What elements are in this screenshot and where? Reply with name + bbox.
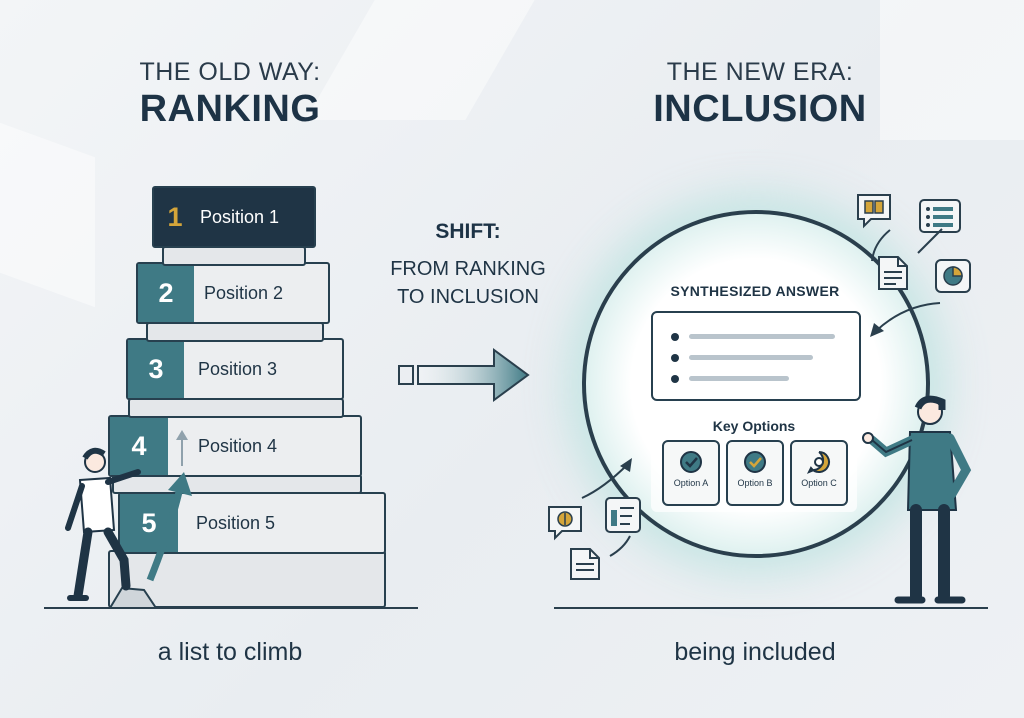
step-number: 2: [138, 264, 194, 322]
check-icon: [680, 451, 702, 473]
step-label: Position 2: [204, 282, 284, 303]
old-way-subtitle: THE OLD WAY:: [139, 58, 321, 86]
shift-title: SHIFT:: [435, 220, 501, 243]
check-icon: [744, 451, 766, 473]
presenter-illustration: [862, 395, 972, 604]
shift-line-2: TO INCLUSION: [397, 286, 539, 308]
document-icon: [878, 256, 908, 290]
answer-card: [651, 311, 861, 401]
stair-riser: [162, 246, 306, 266]
connector-arrows: [581, 458, 632, 557]
connector-arrows: [870, 228, 943, 337]
chat-ring-icon: [807, 451, 830, 474]
text-line: [689, 355, 813, 360]
option-c-card: Option C: [790, 440, 848, 506]
text-line: [689, 376, 789, 381]
step-label: Position 5: [196, 512, 276, 533]
step-3: 3 Position 3: [126, 338, 344, 400]
step-number: 4: [110, 417, 168, 475]
left-caption: a list to climb: [157, 638, 303, 666]
option-a-card: Option A: [662, 440, 720, 506]
right-caption: being included: [674, 638, 836, 666]
synthesized-answer-title: SYNTHESIZED ANSWER: [670, 283, 840, 299]
option-label: Option A: [673, 478, 709, 488]
stair-riser: [146, 322, 324, 342]
step-label: Position 4: [198, 435, 278, 456]
shift-line-1: FROM RANKING: [390, 258, 546, 280]
old-way-title: RANKING: [139, 88, 321, 130]
step-label: Position 3: [198, 358, 278, 379]
step-number: 1: [154, 188, 196, 246]
step-1: 1 Position 1: [152, 186, 316, 248]
bullet: [671, 354, 679, 362]
page-arrow-icon: [605, 497, 641, 533]
new-era-title: INCLUSION: [653, 88, 867, 130]
option-label: Option C: [801, 478, 837, 488]
option-b-card: Option B: [726, 440, 784, 506]
pie-chart-icon: [935, 259, 971, 293]
document-icon: [570, 548, 600, 580]
step-4: 4 Position 4: [108, 415, 362, 477]
step-2: 2 Position 2: [136, 262, 330, 324]
bg-facet: [0, 122, 95, 308]
step-label: Position 1: [200, 206, 280, 227]
bg-facet: [880, 0, 1024, 140]
option-label: Option B: [737, 478, 773, 488]
step-number: 3: [128, 340, 184, 398]
key-options-title: Key Options: [712, 418, 796, 434]
step-5: 5 Position 5: [118, 492, 386, 554]
step-number: 5: [120, 494, 178, 552]
shift-arrow-icon: [398, 348, 530, 402]
climber-illustration: [65, 430, 192, 609]
bullet: [671, 333, 679, 341]
text-line: [689, 334, 835, 339]
chat-bubble-icon: [548, 506, 582, 541]
bullet: [671, 375, 679, 383]
new-era-subtitle: THE NEW ERA:: [666, 58, 854, 86]
left-ground-line: [44, 607, 418, 609]
book-chat-icon: [857, 194, 891, 229]
list-icon: [919, 199, 961, 233]
right-ground-line: [554, 607, 988, 609]
